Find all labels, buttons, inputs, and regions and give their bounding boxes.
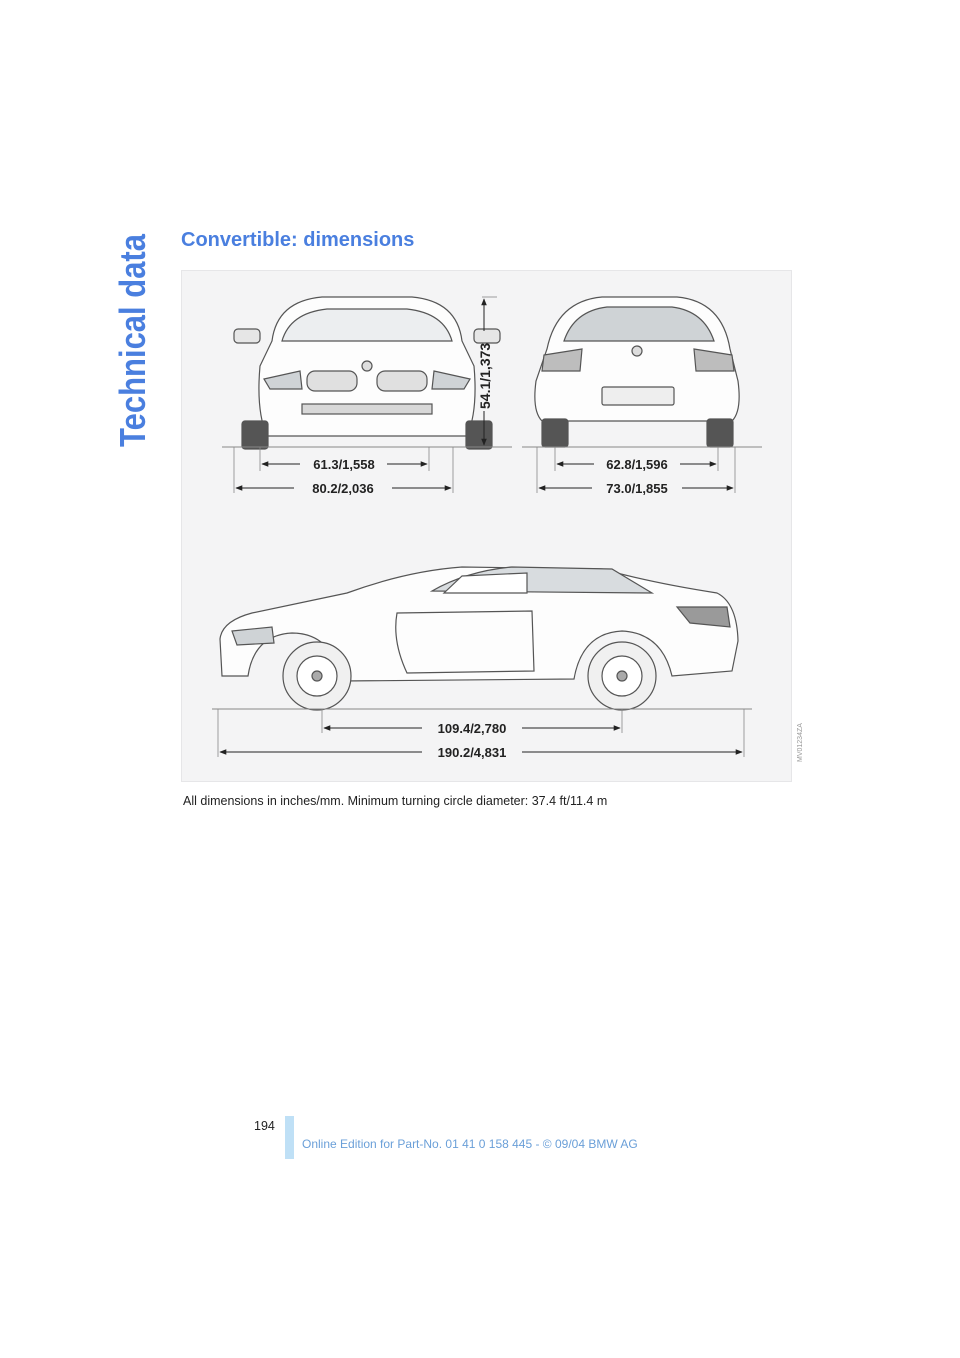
front-overall-width-label: 80.2/2,036 xyxy=(312,481,373,496)
overall-length-label: 190.2/4,831 xyxy=(438,745,507,760)
front-height-label: 54.1/1,373 xyxy=(477,343,493,409)
section-title-text: Technical data xyxy=(112,233,152,447)
section-title: Technical data xyxy=(112,232,152,447)
image-code-text: MV01234ZA xyxy=(797,723,804,762)
image-code: MV01234ZA xyxy=(792,702,806,762)
rear-track-label: 62.8/1,596 xyxy=(606,457,667,472)
dimensions-figure: 54.1/1,373 61.3/1,558 80.2/2,036 xyxy=(181,270,792,782)
front-view-car xyxy=(233,296,501,450)
footer-edition-link[interactable]: Online Edition for Part-No. 01 41 0 158 … xyxy=(302,1137,638,1151)
page-title: Convertible: dimensions xyxy=(181,229,415,251)
side-view-car xyxy=(219,566,739,711)
rear-overall-width-label: 73.0/1,855 xyxy=(606,481,667,496)
footer-bar xyxy=(285,1116,294,1159)
figure-caption: All dimensions in inches/mm. Minimum tur… xyxy=(183,794,608,808)
front-track-label: 61.3/1,558 xyxy=(313,457,374,472)
wheelbase-label: 109.4/2,780 xyxy=(438,721,507,736)
rear-view-car xyxy=(534,296,740,448)
page-number: 194 xyxy=(254,1119,275,1133)
